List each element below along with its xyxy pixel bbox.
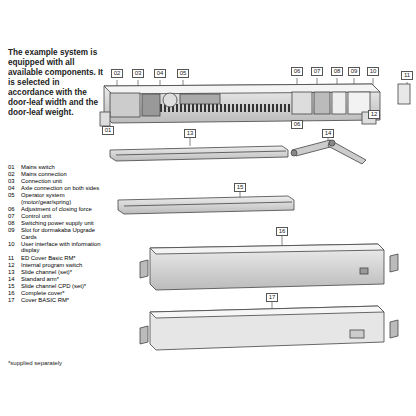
legend-row: 15 Slide channel CPD (set)* [8,283,106,290]
item-name: Standard arm* [21,276,106,283]
legend-row: 08 Switching power supply unit [8,220,106,227]
callout-number: 16 [276,227,288,236]
callout-number: 04 [154,69,166,78]
legend-row: 16 Complete cover* [8,290,106,297]
item-number: 01 [8,164,15,171]
legend-row: 17 Cover BASIC RM* [8,297,106,304]
item-number: 17 [8,297,15,304]
callout-number: 14 [322,129,334,138]
callout-number: 11 [401,71,413,80]
item-number: 04 [8,185,15,192]
item-number: 03 [8,178,15,185]
callout-number: 06 [291,120,303,129]
legend-row: 05 Operator system (motor/gear/spring) [8,192,106,205]
item-number: 07 [8,213,15,220]
item-number: 12 [8,262,15,269]
callout-number: 12 [368,110,380,119]
callout-number: 06 [291,67,303,76]
legend-row: 11 ED Cover Basic RM* [8,255,106,262]
item-number: 06 [8,206,15,213]
legend-row: 13 Slide channel (set)* [8,269,106,276]
callout-number: 15 [234,183,246,192]
item-name: Internal program switch [21,262,106,269]
callout-number: 10 [367,67,379,76]
callout-number: 01 [102,126,114,135]
item-name: Slot for dormakaba Upgrade Cards [21,227,106,240]
item-number: 15 [8,283,15,290]
callout-number: 09 [348,67,360,76]
callout-number: 13 [184,129,196,138]
item-number: 16 [8,290,15,297]
callout-number: 03 [132,69,144,78]
callout-number: 17 [266,293,278,302]
item-name: Connection unit [21,178,106,185]
item-name: Mains connection [21,171,106,178]
item-name: Axle connection on both sides [21,185,106,192]
item-number: 09 [8,227,15,234]
legend-row: 06 Adjustment of closing force [8,206,106,213]
item-name: User interface with information display [21,241,106,254]
item-name: Mains switch [21,164,106,171]
item-number: 14 [8,276,15,283]
item-name: Switching power supply unit [21,220,106,227]
legend-row: 07 Control unit [8,213,106,220]
legend-row: 02 Mains connection [8,171,106,178]
legend-row: 01 Mains switch [8,164,106,171]
legend-row: 10 User interface with information displa… [8,241,106,254]
item-number: 13 [8,269,15,276]
callout-number: 05 [177,69,189,78]
item-name: Control unit [21,213,106,220]
callout-number: 08 [331,67,343,76]
footnote: *supplied separately [8,360,62,366]
item-name: Complete cover* [21,290,106,297]
legend-row: 03 Connection unit [8,178,106,185]
item-name: Cover BASIC RM* [21,297,106,304]
item-name: ED Cover Basic RM* [21,255,106,262]
callout-number: 07 [311,67,323,76]
item-name: Operator system (motor/gear/spring) [21,192,106,205]
legend-row: 09 Slot for dormakaba Upgrade Cards [8,227,106,240]
item-number: 02 [8,171,15,178]
item-name: Slide channel CPD (set)* [21,283,106,290]
legend-row: 12 Internal program switch [8,262,106,269]
item-name: Slide channel (set)* [21,269,106,276]
item-number: 08 [8,220,15,227]
item-name: Adjustment of closing force [21,206,106,213]
description-text: The example system is equipped with all … [8,48,104,118]
legend-row: 14 Standard arm* [8,276,106,283]
item-number: 11 [8,255,14,262]
callout-number: 02 [111,69,123,78]
legend-row: 04 Axle connection on both sides [8,185,106,192]
item-number: 10 [8,241,15,248]
item-number: 05 [8,192,15,199]
